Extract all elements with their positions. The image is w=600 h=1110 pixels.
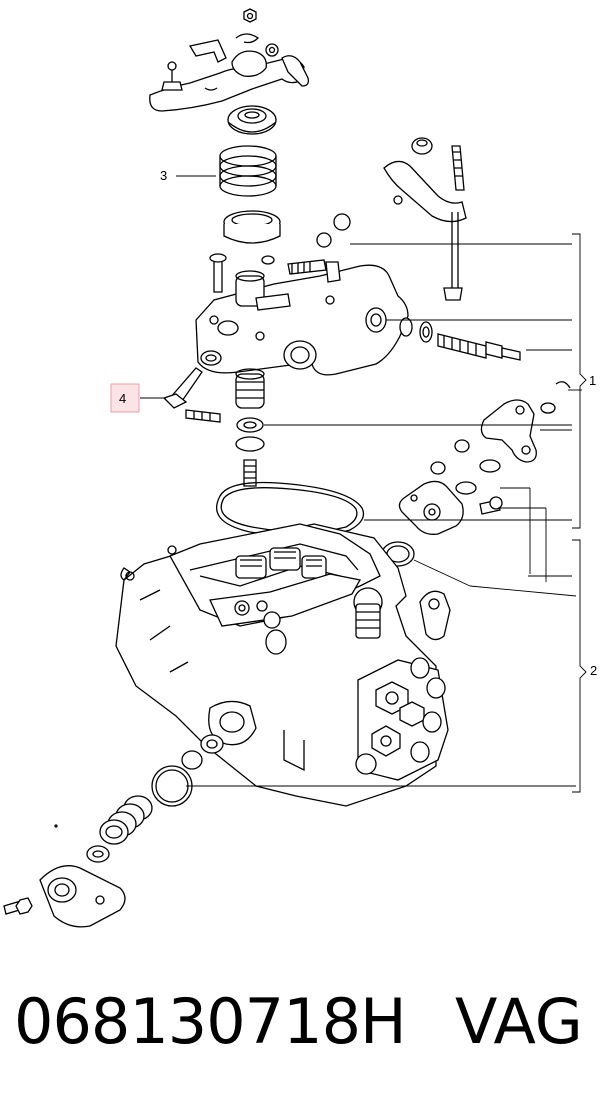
bracket-group bbox=[398, 381, 571, 535]
callout-2: 2 bbox=[590, 663, 598, 678]
drive-end-parts bbox=[3, 734, 224, 928]
callout-1: 1 bbox=[589, 373, 597, 388]
seal-rings-column bbox=[235, 417, 265, 487]
part-number-footer: 068130718H VAG bbox=[0, 985, 600, 1065]
lever-assembly bbox=[149, 8, 310, 112]
upper-housing bbox=[195, 253, 409, 376]
spring-stack bbox=[219, 105, 281, 244]
callout-4[interactable]: 4 bbox=[119, 391, 127, 406]
housing-gasket bbox=[215, 481, 365, 538]
pump-body bbox=[115, 523, 451, 807]
fuel-line-fitting bbox=[399, 317, 521, 361]
part-number: 068130718H bbox=[14, 985, 407, 1058]
callout-4-highlight bbox=[110, 383, 140, 413]
throttle-linkage bbox=[316, 137, 467, 301]
leader-lines bbox=[140, 175, 587, 793]
exploded-parts-diagram bbox=[3, 8, 587, 928]
callout-3: 3 bbox=[160, 168, 168, 183]
adjusting-screw bbox=[162, 350, 265, 423]
brand-label: VAG bbox=[455, 985, 583, 1058]
